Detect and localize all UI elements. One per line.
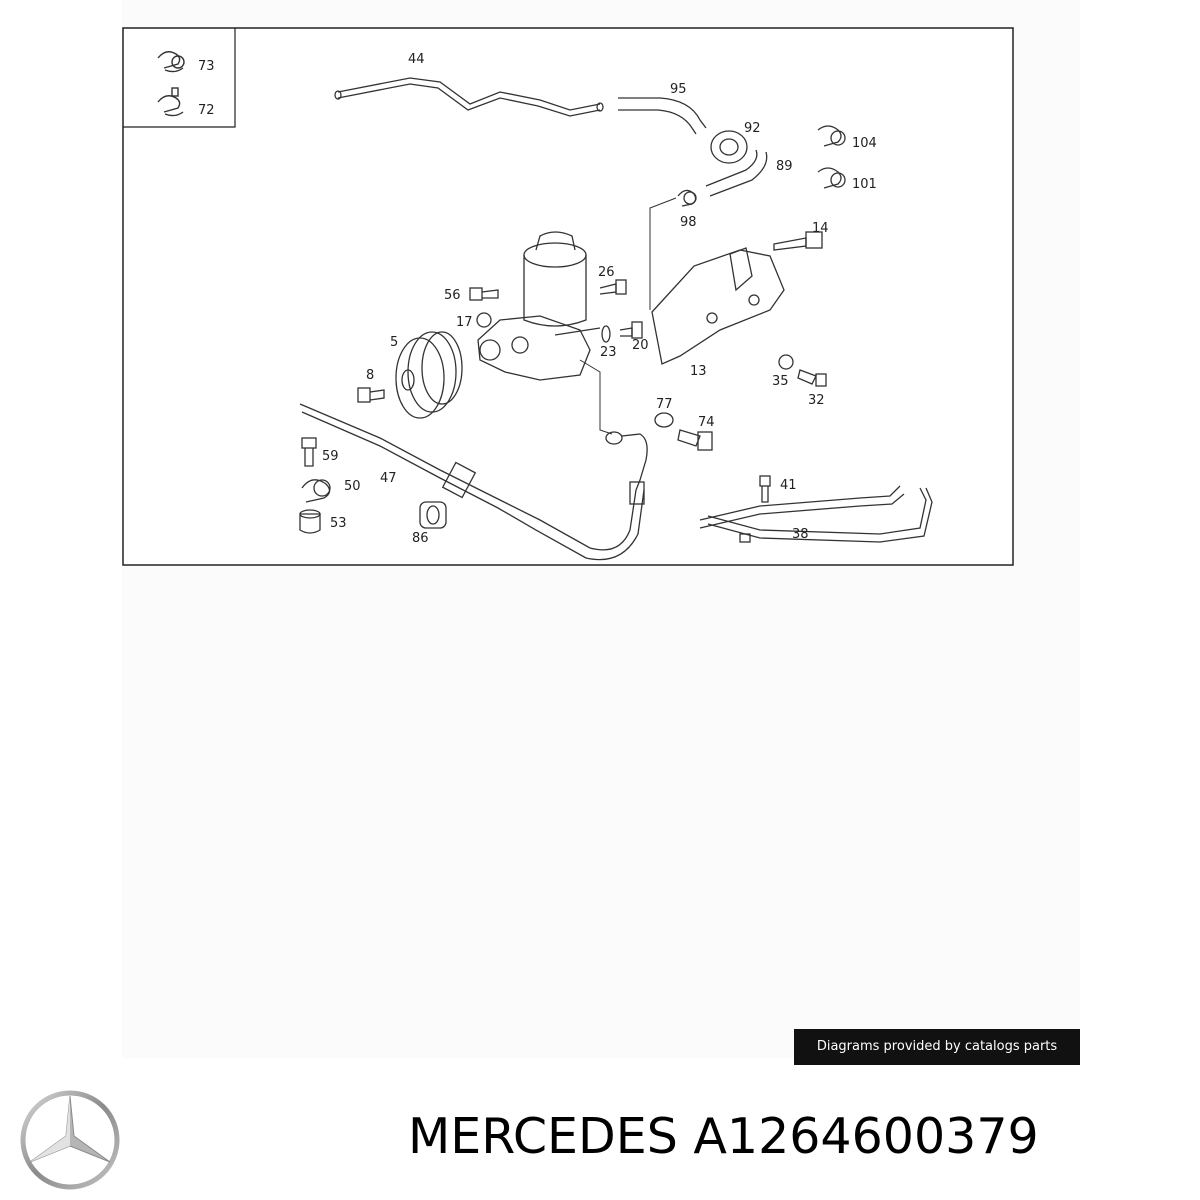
product-title: MERCEDES A1264600379 [408,1108,1039,1165]
callout-label: 104 [852,136,877,151]
callout-label: 23 [600,345,617,360]
grommet-92 [710,130,748,164]
callout-label: 59 [322,449,339,464]
callout-label: 53 [330,516,347,531]
diagram-frame [122,27,1014,566]
callout-label: 41 [780,478,797,493]
callout-labels: 73 72 44 95 92 104 89 101 98 14 26 56 17… [198,52,877,546]
callout-label: 32 [808,393,825,408]
callout-label: 72 [198,103,215,118]
bracket-13 [651,247,785,365]
pump-assembly [477,231,601,381]
brand-name: MERCEDES [408,1108,678,1165]
callout-label: 56 [444,288,461,303]
callout-label: 50 [344,479,361,494]
callout-label: 14 [812,221,829,236]
callout-label: 5 [390,335,398,350]
hose-95 [618,97,707,135]
callout-label: 95 [670,82,687,97]
pipe-44 [334,77,604,117]
line-38 [699,475,933,543]
clip-icon [157,51,185,117]
small-parts-59-50-53-86 [299,437,447,534]
hose-47 [299,403,645,561]
hose-89 [705,149,768,197]
callout-label: 38 [792,527,809,542]
leader-lines [579,197,677,435]
callout-label: 8 [366,368,374,383]
callout-label: 44 [408,52,425,67]
callout-label: 47 [380,471,397,486]
callout-label: 86 [412,531,429,546]
callout-label: 92 [744,121,761,136]
credit-badge: Diagrams provided by catalogs parts [794,1029,1080,1065]
legend-box [123,28,236,128]
callout-label: 13 [690,364,707,379]
part-number: A1264600379 [693,1108,1039,1165]
callout-label: 73 [198,59,215,74]
washer-bolt-35-32 [778,354,827,387]
banjo-fitting-77-74 [605,412,713,491]
callout-label: 101 [852,177,877,192]
clamp-icons [677,125,846,207]
bolt-icons [357,279,643,403]
callout-label: 26 [598,265,615,280]
pulley-5 [395,331,463,419]
callout-label: 20 [632,338,649,353]
callout-label: 74 [698,415,715,430]
callout-label: 77 [656,397,673,412]
callout-label: 89 [776,159,793,174]
bolt-14 [773,231,823,251]
mercedes-star-icon [20,1090,120,1190]
callout-label: 98 [680,215,697,230]
callout-label: 17 [456,315,473,330]
callout-label: 35 [772,374,789,389]
